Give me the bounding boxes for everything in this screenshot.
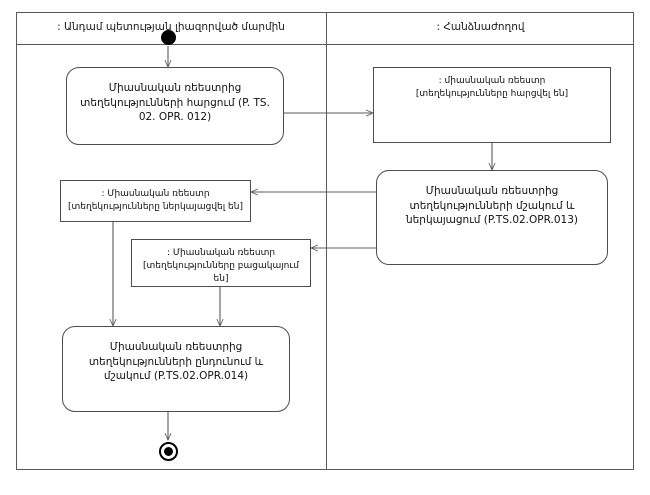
- activity-process-line-1: Միասնական ռեեստրից: [425, 185, 559, 197]
- swimlane-divider: [326, 12, 327, 470]
- activity-receive-line-1: Միասնական ռեեստրից: [109, 341, 243, 353]
- activity-receive-line-3: մշակում (P.TS.02.OPR.014): [103, 370, 249, 382]
- activity-node-request-information[interactable]: Միասնական ռեեստրից տեղեկությունների հարց…: [66, 67, 284, 145]
- activity-receive-line-2: տեղեկությունների ընդունում և: [88, 355, 264, 368]
- object-node-information-absent[interactable]: : Միասնական ռեեստր [տեղեկությունները բաց…: [131, 239, 311, 287]
- activity-request-line-3: 02. OPR. 012): [138, 111, 212, 123]
- activity-node-receive-and-process[interactable]: Միասնական ռեեստրից տեղեկությունների ընդո…: [62, 326, 290, 412]
- activity-process-line-2: տեղեկությունների մշակում և: [409, 199, 575, 212]
- object-absent-line-1: : Միասնական ռեեստր: [166, 248, 276, 258]
- object-presented-line-1: : Միասնական ռեեստր: [101, 189, 210, 199]
- object-requested-line-1: : միասնական ռեեստր: [438, 76, 546, 86]
- swimlane-header-commission: : Հանձնաժողով: [436, 21, 525, 33]
- activity-node-process-and-present[interactable]: Միասնական ռեեստրից տեղեկությունների մշակ…: [376, 170, 608, 265]
- object-requested-line-2: [տեղեկությունները հարցվել են]: [415, 89, 569, 99]
- activity-request-line-2: տեղեկությունների հարցում (P. TS.: [80, 96, 270, 109]
- final-node: [159, 442, 178, 461]
- object-node-information-requested[interactable]: : միասնական ռեեստր [տեղեկությունները հար…: [373, 67, 611, 143]
- object-absent-line-2: [տեղեկությունները բացակայում են]: [143, 261, 299, 284]
- initial-node: [161, 30, 176, 45]
- activity-request-line-1: Միասնական ռեեստրից: [108, 82, 242, 94]
- swimlane-header-rule: [16, 44, 634, 45]
- activity-process-line-3: ներկայացում (P.TS.02.OPR.013): [405, 214, 579, 226]
- object-presented-line-2: [տեղեկությունները ներկայացվել են]: [68, 202, 243, 212]
- object-node-information-presented[interactable]: : Միասնական ռեեստր [տեղեկությունները ներ…: [60, 180, 251, 222]
- swimlane-header-member-state: : Անդամ պետության լիազորված մարմին: [57, 21, 285, 33]
